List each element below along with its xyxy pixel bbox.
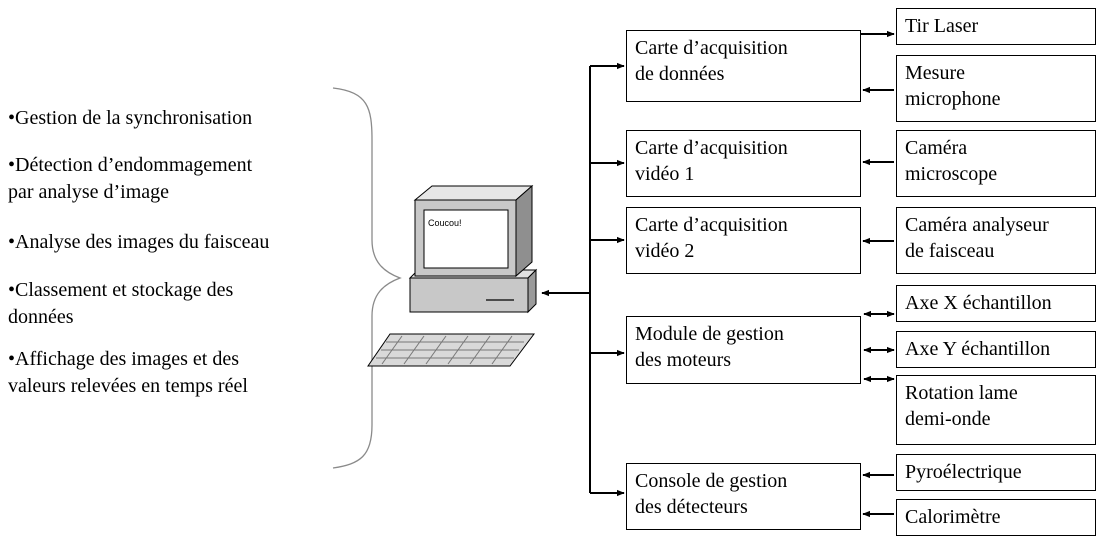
device-tir-laser: Tir Laser: [896, 8, 1096, 45]
device-axe-y-echantillon: Axe Y échantillon: [896, 331, 1096, 368]
module-label-line: Console de gestion: [635, 470, 788, 492]
module-label-line: des moteurs: [635, 349, 732, 371]
task-item-affichage: •Affichage des images et des valeurs rel…: [8, 346, 248, 400]
task-item-detection: •Détection d’endommagement par analyse d…: [8, 152, 252, 206]
module-carte-acquisition-donnees: Carte d’acquisition de données: [626, 30, 861, 102]
task-line: •Analyse des images du faisceau: [8, 231, 270, 253]
device-axe-x-echantillon: Axe X échantillon: [896, 285, 1096, 322]
device-label-line: Axe X échantillon: [905, 292, 1052, 314]
device-label-line: Mesure: [905, 62, 965, 84]
task-line: •Affichage des images et des: [8, 348, 239, 370]
device-label-line: Axe Y échantillon: [905, 338, 1051, 360]
computer-icon: Coucou!: [367, 184, 538, 367]
task-line: par analyse d’image: [8, 181, 170, 203]
module-label-line: Carte d’acquisition: [635, 137, 788, 159]
task-item-synchronisation: •Gestion de la synchronisation: [8, 105, 252, 132]
task-line: •Détection d’endommagement: [8, 154, 253, 176]
module-label-line: Carte d’acquisition: [635, 37, 788, 59]
device-label-line: Tir Laser: [905, 15, 979, 37]
device-label-line: microscope: [905, 163, 998, 185]
device-calorimetre: Calorimètre: [896, 499, 1096, 536]
device-label-line: microphone: [905, 88, 1001, 110]
task-line: données: [8, 306, 74, 328]
module-label-line: Module de gestion: [635, 323, 784, 345]
device-camera-analyseur-faisceau: Caméra analyseur de faisceau: [896, 207, 1096, 274]
grouping-brace: [332, 87, 402, 469]
device-label-line: de faisceau: [905, 240, 995, 262]
module-label-line: Carte d’acquisition: [635, 214, 788, 236]
module-label-line: vidéo 2: [635, 240, 695, 262]
device-label-line: Calorimètre: [905, 506, 1001, 528]
computer-screen-text: Coucou!: [428, 218, 462, 228]
device-label-line: Caméra analyseur: [905, 214, 1049, 236]
module-label-line: des détecteurs: [635, 496, 748, 518]
module-label-line: de données: [635, 63, 725, 85]
device-label-line: Caméra: [905, 137, 968, 159]
task-line: valeurs relevées en temps réel: [8, 375, 248, 397]
task-line: •Gestion de la synchronisation: [8, 107, 253, 129]
module-carte-acquisition-video-1: Carte d’acquisition vidéo 1: [626, 130, 861, 197]
module-label-line: vidéo 1: [635, 163, 695, 185]
device-label-line: Rotation lame: [905, 382, 1018, 404]
task-item-classement: •Classement et stockage des données: [8, 277, 233, 331]
device-label-line: Pyroélectrique: [905, 461, 1022, 483]
device-rotation-lame-demi-onde: Rotation lame demi-onde: [896, 375, 1096, 445]
device-camera-microscope: Caméra microscope: [896, 130, 1096, 197]
task-line: •Classement et stockage des: [8, 279, 234, 301]
module-carte-acquisition-video-2: Carte d’acquisition vidéo 2: [626, 207, 861, 274]
device-label-line: demi-onde: [905, 408, 991, 430]
device-mesure-microphone: Mesure microphone: [896, 55, 1096, 122]
device-pyroelectrique: Pyroélectrique: [896, 454, 1096, 491]
task-item-analyse-images: •Analyse des images du faisceau: [8, 229, 269, 256]
module-gestion-moteurs: Module de gestion des moteurs: [626, 316, 861, 384]
module-console-gestion-detecteurs: Console de gestion des détecteurs: [626, 463, 861, 530]
